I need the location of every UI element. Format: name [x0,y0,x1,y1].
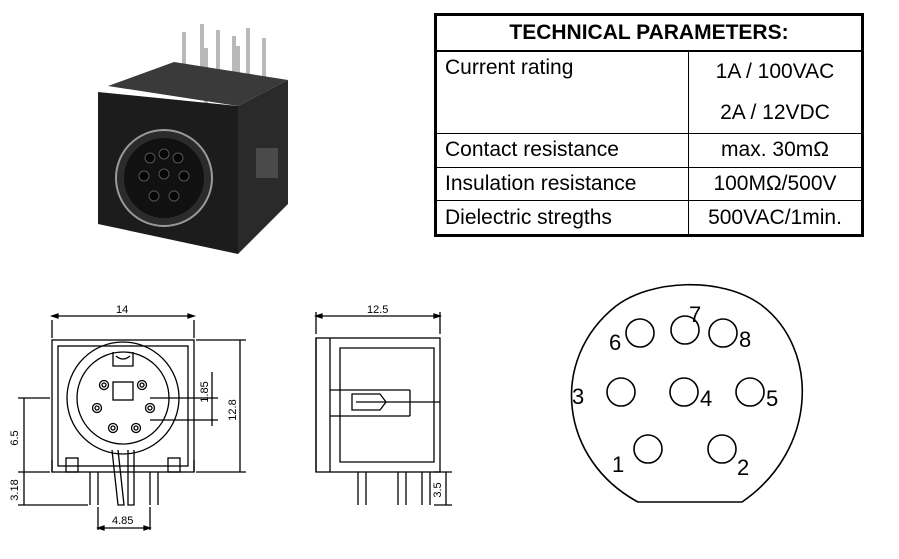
dim-width: 14 [116,304,128,316]
dim-body-height: 6.5 [9,430,21,445]
technical-parameters-table: TECHNICAL PARAMETERS: Current rating 1A … [434,13,864,237]
dim-side-pin-length: 3.5 [432,482,444,497]
pinout-diagram [570,283,804,503]
param-name-dielectric: Dielectric stregths [436,200,689,235]
param-name-insulation: Insulation resistance [436,166,689,202]
pin-label-8: 8 [739,327,751,352]
param-name-current: Current rating [436,50,689,135]
param-value-current-1: 1A / 100VAC [688,50,862,93]
pin-label-3: 3 [572,384,584,409]
pin-label-7: 7 [689,302,701,327]
connector-photo [98,24,288,254]
pin-label-6: 6 [609,330,621,355]
param-value-current-2: 2A / 12VDC [688,92,862,135]
param-value-insulation: 100MΩ/500V [688,166,862,202]
param-name-contact: Contact resistance [436,133,689,168]
param-value-contact: max. 30mΩ [688,133,862,168]
dim-depth: 12.5 [367,304,388,316]
front-view [18,313,246,531]
photo-pins [182,24,266,104]
pin-label-4: 4 [700,386,712,411]
pin-label-2: 2 [737,455,749,480]
side-view [313,312,452,506]
dim-height: 12.8 [227,399,239,420]
pin-label-1: 1 [612,452,624,477]
dim-pin-spacing: 4.85 [112,515,133,527]
table-title: TECHNICAL PARAMETERS: [436,15,862,52]
param-value-dielectric: 500VAC/1min. [688,200,862,235]
pin-label-5: 5 [766,386,778,411]
dim-pin-length: 3.18 [9,479,21,500]
dim-pin-offset: 1.85 [199,381,211,402]
technical-drawings: 14 12.8 1.85 6.5 3.18 4.85 12.5 3.5 1 2 … [9,283,804,531]
